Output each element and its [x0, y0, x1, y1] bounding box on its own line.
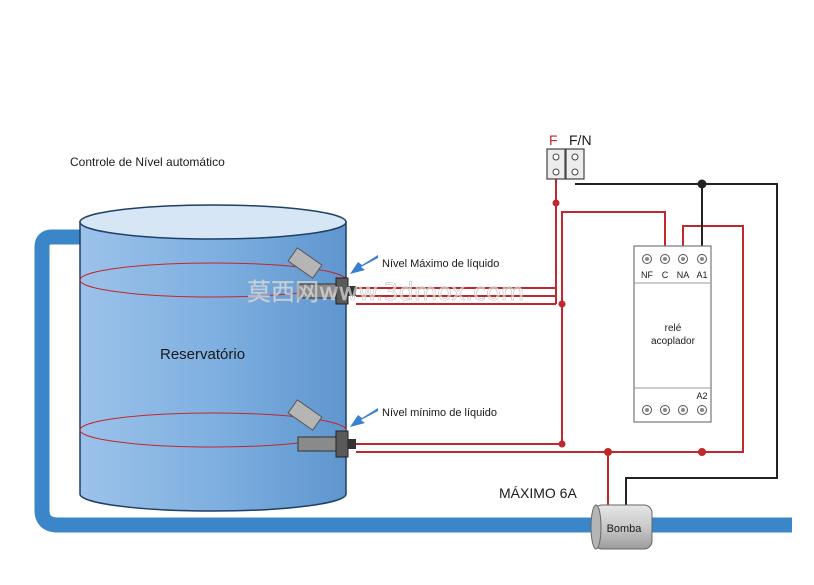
relay-terminal-na: NA: [677, 270, 690, 280]
wire-node: [604, 448, 612, 456]
min-level-line: [79, 412, 347, 448]
wire-node: [558, 440, 566, 448]
coupling-relay: [633, 245, 712, 423]
wire-node: [558, 300, 566, 308]
pump: [590, 504, 653, 550]
phase-terminal-label: F: [549, 132, 558, 148]
watermark: 莫西网www.3dmox.com: [247, 278, 524, 306]
min-level-arrow: [350, 408, 378, 427]
relay-terminal-c: C: [662, 270, 669, 280]
wire-node: [698, 448, 706, 456]
max-level-label: Nível Máximo de líquido: [382, 258, 499, 270]
neutral-wires: [575, 183, 778, 505]
relay-terminal-a2: A2: [696, 391, 707, 401]
max-current-label: MÁXIMO 6A: [499, 485, 577, 501]
relay-terminal-nf: NF: [641, 270, 653, 280]
reservoir-tank: [79, 204, 347, 512]
max-level-arrow: [350, 255, 378, 274]
relay-label-line2: acoplador: [651, 336, 696, 347]
relay-label-line1: relé: [665, 323, 682, 334]
relay-terminal-a1: A1: [696, 270, 707, 280]
wire-node: [552, 199, 560, 207]
float-sensor-min: [287, 399, 356, 458]
wire-node: [697, 179, 707, 189]
diagram-title: Controle de Nível automático: [70, 155, 225, 169]
min-level-label: Nível mínimo de líquido: [382, 407, 497, 419]
reservoir-label: Reservatório: [160, 346, 245, 363]
pump-label: Bomba: [607, 523, 643, 535]
neutral-terminal-label: F/N: [569, 132, 592, 148]
power-terminal-block: [546, 148, 585, 180]
phase-wires: [356, 176, 744, 505]
float-sensor-max: [287, 247, 356, 305]
